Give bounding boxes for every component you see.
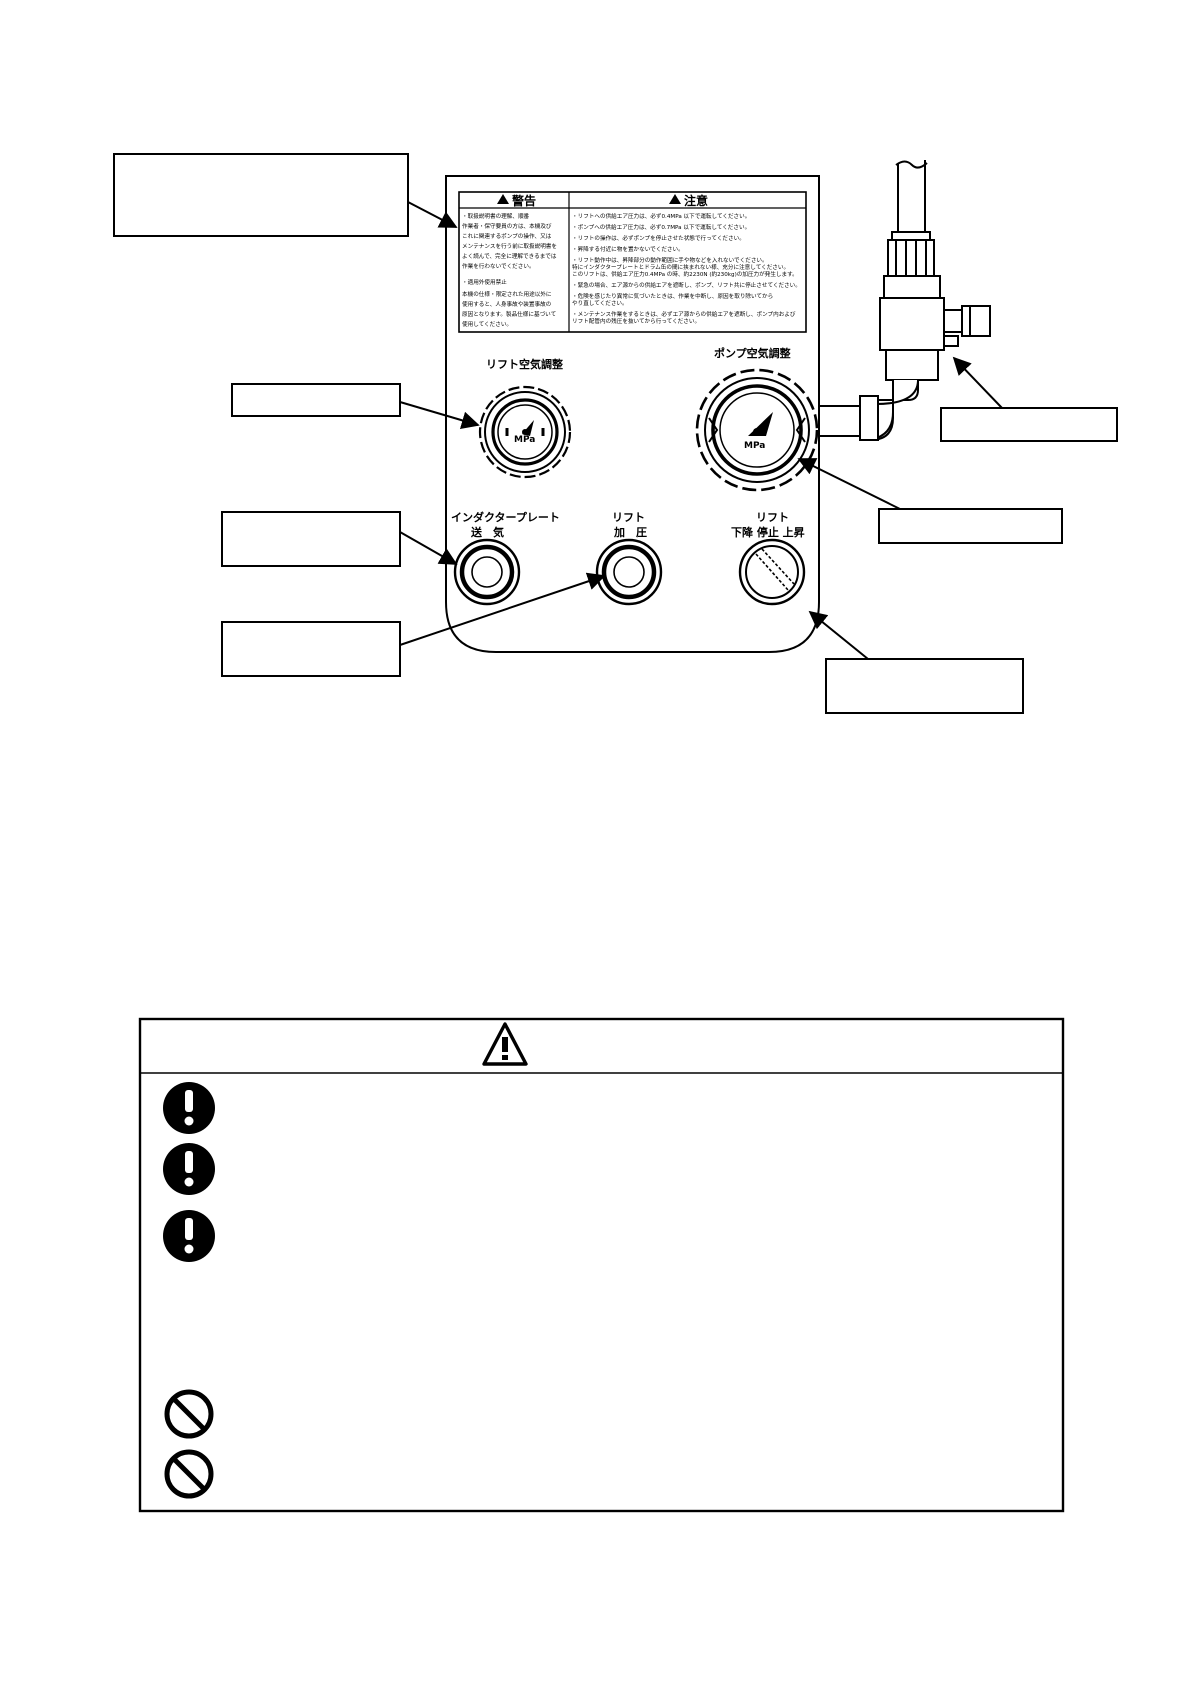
svg-text:原因となります。製品仕様に基づいて: 原因となります。製品仕様に基づいて (462, 310, 556, 318)
warning-triangle-icon (497, 194, 509, 204)
svg-text:やり直してください。: やり直してください。 (572, 299, 628, 307)
inductor-air-button[interactable] (453, 538, 521, 606)
svg-text:リフト配管内の残圧を抜いてから行ってください。: リフト配管内の残圧を抜いてから行ってください。 (572, 317, 700, 325)
air-pipe-assembly (818, 160, 991, 442)
caution-triangle-icon (669, 194, 681, 204)
svg-text:本機の仕様・限定された用途以外に: 本機の仕様・限定された用途以外に (462, 290, 552, 298)
warning-caution-label (458, 191, 807, 333)
svg-text:・メンテナンス作業をするときは、必ずエア源からの供給エアを遮: ・メンテナンス作業をするときは、必ずエア源からの供給エアを遮断し、ポンプ内および (572, 310, 796, 318)
lift-gauge-unit: MPa (514, 435, 535, 445)
warning-header: 警告 (511, 193, 536, 208)
pump-gauge-unit: MPa (744, 441, 765, 451)
callout-box-inductor-button (221, 511, 401, 567)
svg-text:・適用外使用禁止: ・適用外使用禁止 (462, 278, 507, 286)
svg-text:・リフト動作中は、昇降部分の動作範囲に手や物などを入れないで: ・リフト動作中は、昇降部分の動作範囲に手や物などを入れないでください。 (572, 256, 768, 264)
lift-press-label-top: リフト (612, 511, 645, 524)
callout-box-lift-button (221, 621, 401, 677)
lift-air-gauge (478, 385, 572, 479)
warning-triangle-icon (482, 1022, 528, 1066)
callout-box-lift-gauge (231, 383, 401, 417)
caution-text-block: ・リフトへの供給エア圧力は、必ず0.4MPa 以下で運転してください。 ・ポンプ… (572, 212, 801, 325)
lift-air-label: リフト空気調整 (486, 357, 563, 371)
lift-switch-label-bottom: 下降 停止 上昇 (731, 525, 805, 539)
lift-pressure-button[interactable] (595, 538, 663, 606)
callout-box-valve (940, 407, 1118, 442)
svg-text:このリフトは、供給エア圧力0.4MPa の時、約2230N: このリフトは、供給エア圧力0.4MPa の時、約2230N (約230kg)の加… (572, 270, 798, 278)
svg-text:・緊急の場合、エア源からの供給エアを遮断し、ポンプ、リフト共: ・緊急の場合、エア源からの供給エアを遮断し、ポンプ、リフト共に停止させてください… (572, 281, 801, 289)
callout-box-lift-switch (825, 658, 1024, 714)
callout-box-label (113, 153, 409, 237)
inductor-label-bottom: 送 気 (470, 525, 504, 539)
svg-text:特にインダクタープレートとドラム缶の間に挟まれない様、充分に: 特にインダクタープレートとドラム缶の間に挟まれない様、充分に注意してください。 (572, 263, 789, 271)
pump-air-label: ポンプ空気調整 (714, 346, 791, 360)
svg-text:・ポンプへの供給エア圧力は、必ず0.7MPa 以下で運転して: ・ポンプへの供給エア圧力は、必ず0.7MPa 以下で運転してください。 (572, 223, 750, 231)
lift-press-label-bottom: 加 圧 (613, 525, 647, 539)
lift-up-down-switch[interactable] (738, 538, 806, 606)
svg-text:・リフトへの供給エア圧力は、必ず0.4MPa 以下で運転して: ・リフトへの供給エア圧力は、必ず0.4MPa 以下で運転してください。 (572, 212, 750, 220)
warning-box (138, 1017, 1065, 1513)
mandatory-icon-1 (163, 1082, 215, 1134)
mandatory-icon-3 (163, 1210, 215, 1262)
svg-text:使用してください。: 使用してください。 (462, 320, 512, 328)
svg-text:メンテナンスを行う前に取扱説明書を: メンテナンスを行う前に取扱説明書を (462, 242, 557, 250)
svg-text:・危険を感じたり異常に気づいたときは、作業を中断し、原因を取: ・危険を感じたり異常に気づいたときは、作業を中断し、原因を取り除いてから (572, 292, 773, 300)
callout-box-pump-gauge (878, 508, 1063, 544)
inductor-label-top: インダクタープレート (451, 510, 560, 524)
caution-header: 注意 (684, 193, 708, 208)
svg-text:・リフトの操作は、必ずポンプを停止させた状態で行ってください: ・リフトの操作は、必ずポンプを停止させた状態で行ってください。 (572, 234, 745, 242)
svg-text:これに関連するポンプの操作、又は: これに関連するポンプの操作、又は (462, 232, 552, 240)
prohibited-icon-2 (164, 1449, 214, 1499)
mandatory-icon-2 (163, 1143, 215, 1195)
svg-text:使用すると、人身事故や装置事故の: 使用すると、人身事故や装置事故の (462, 300, 552, 308)
pump-air-gauge (695, 368, 819, 492)
svg-text:作業を行わないでください。: 作業を行わないでください。 (462, 262, 535, 270)
svg-text:・昇降する付近に物を置かないでください。: ・昇降する付近に物を置かないでください。 (572, 245, 684, 253)
svg-text:作業者・保守要員の方は、本機及び: 作業者・保守要員の方は、本機及び (462, 222, 552, 230)
svg-text:・取扱説明書の理解、順番: ・取扱説明書の理解、順番 (462, 212, 530, 220)
prohibited-icon-1 (164, 1389, 214, 1439)
svg-text:よく読んで、完全に理解できるまでは: よく読んで、完全に理解できるまでは (462, 252, 557, 260)
lift-switch-label-top: リフト (756, 511, 789, 524)
warning-text-block: ・取扱説明書の理解、順番 作業者・保守要員の方は、本機及び これに関連するポンプ… (462, 212, 557, 328)
leader-lines (399, 201, 1003, 660)
